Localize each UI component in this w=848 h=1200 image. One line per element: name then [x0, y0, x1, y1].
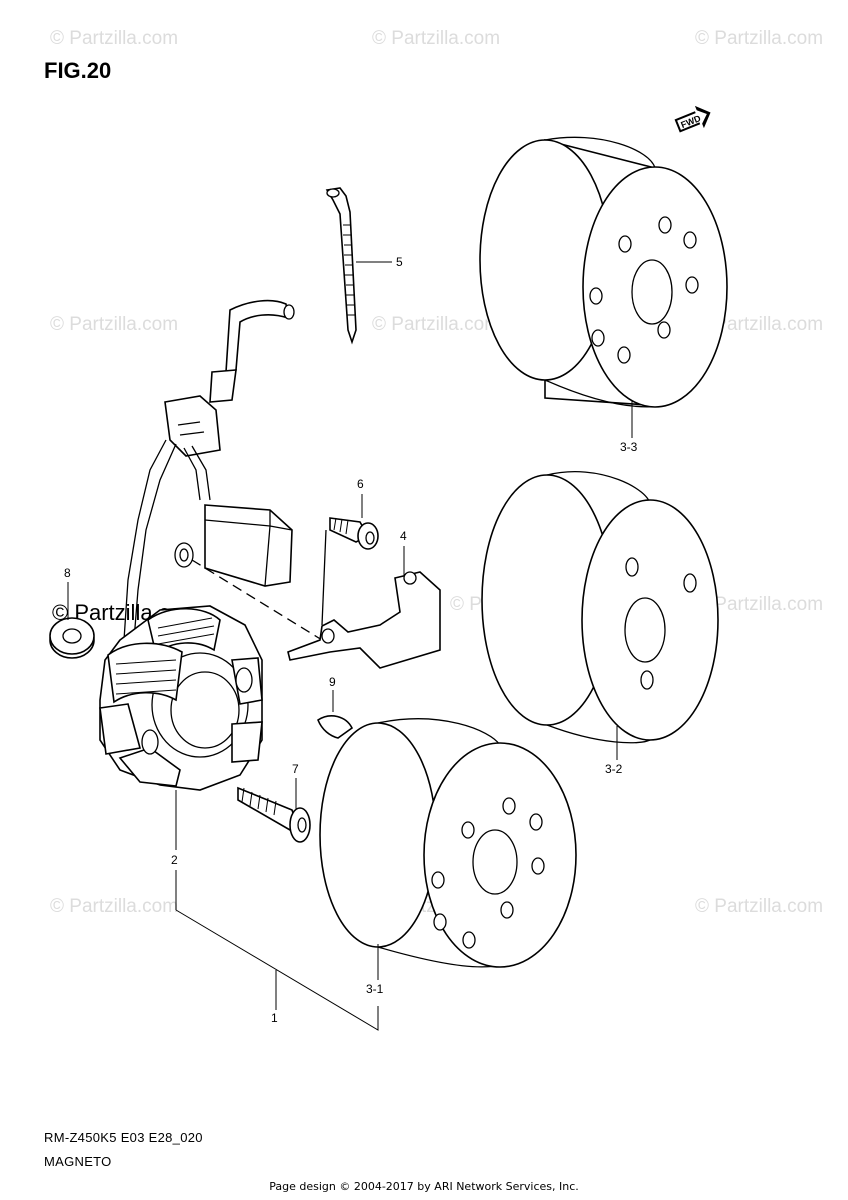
section-name: MAGNETO: [44, 1154, 112, 1169]
watermark-text: © Partzilla.com: [695, 28, 823, 49]
callout-1: 1: [271, 1011, 278, 1025]
figure-title: FIG.20: [44, 58, 112, 83]
callout-5: 5: [396, 255, 403, 269]
callout-4: 4: [400, 529, 407, 543]
bracket-part-4: [287, 529, 441, 669]
callout-labels: 5 6 4 8 7 9 3-3 3-2 3-1 2 1: [64, 255, 638, 1025]
bolt-part-6: [329, 517, 379, 550]
watermark-text: © Partzilla.com: [50, 314, 178, 335]
callout-6: 6: [357, 477, 364, 491]
callout-2: 2: [171, 853, 178, 867]
watermark-text: © Partzilla.com: [695, 896, 823, 917]
watermark-text: © Partzilla.com: [695, 314, 823, 335]
rotor-part-3-1: [319, 718, 577, 968]
callout-3-3: 3-3: [620, 440, 638, 454]
watermark-text: © Partzilla.com: [372, 28, 500, 49]
stator-part-2: [99, 299, 323, 791]
callout-3-1: 3-1: [366, 982, 384, 996]
key-part-9: [317, 715, 354, 739]
rotor-part-3-2: [481, 471, 719, 744]
watermark-text: © Partzilla.com: [372, 314, 500, 335]
grommet-part-8: [49, 617, 95, 659]
cable-tie-part-5: [325, 187, 357, 345]
page-footer: Page design © 2004-2017 by ARI Network S…: [269, 1180, 579, 1193]
callout-7: 7: [292, 762, 299, 776]
fwd-arrow-icon: FWD: [674, 105, 711, 133]
callout-8: 8: [64, 566, 71, 580]
watermark-text: © Partzilla.com: [50, 28, 178, 49]
rotor-part-3-3: [479, 136, 728, 408]
watermark-text: © Partzilla.com: [50, 896, 178, 917]
bolt-part-7: [237, 786, 311, 843]
model-code: RM-Z450K5 E03 E28_020: [44, 1130, 203, 1145]
watermark-text: © Partzilla.com: [695, 594, 823, 615]
callout-9: 9: [329, 675, 336, 689]
leader-lines: [67, 261, 633, 1031]
callout-3-2: 3-2: [605, 762, 623, 776]
